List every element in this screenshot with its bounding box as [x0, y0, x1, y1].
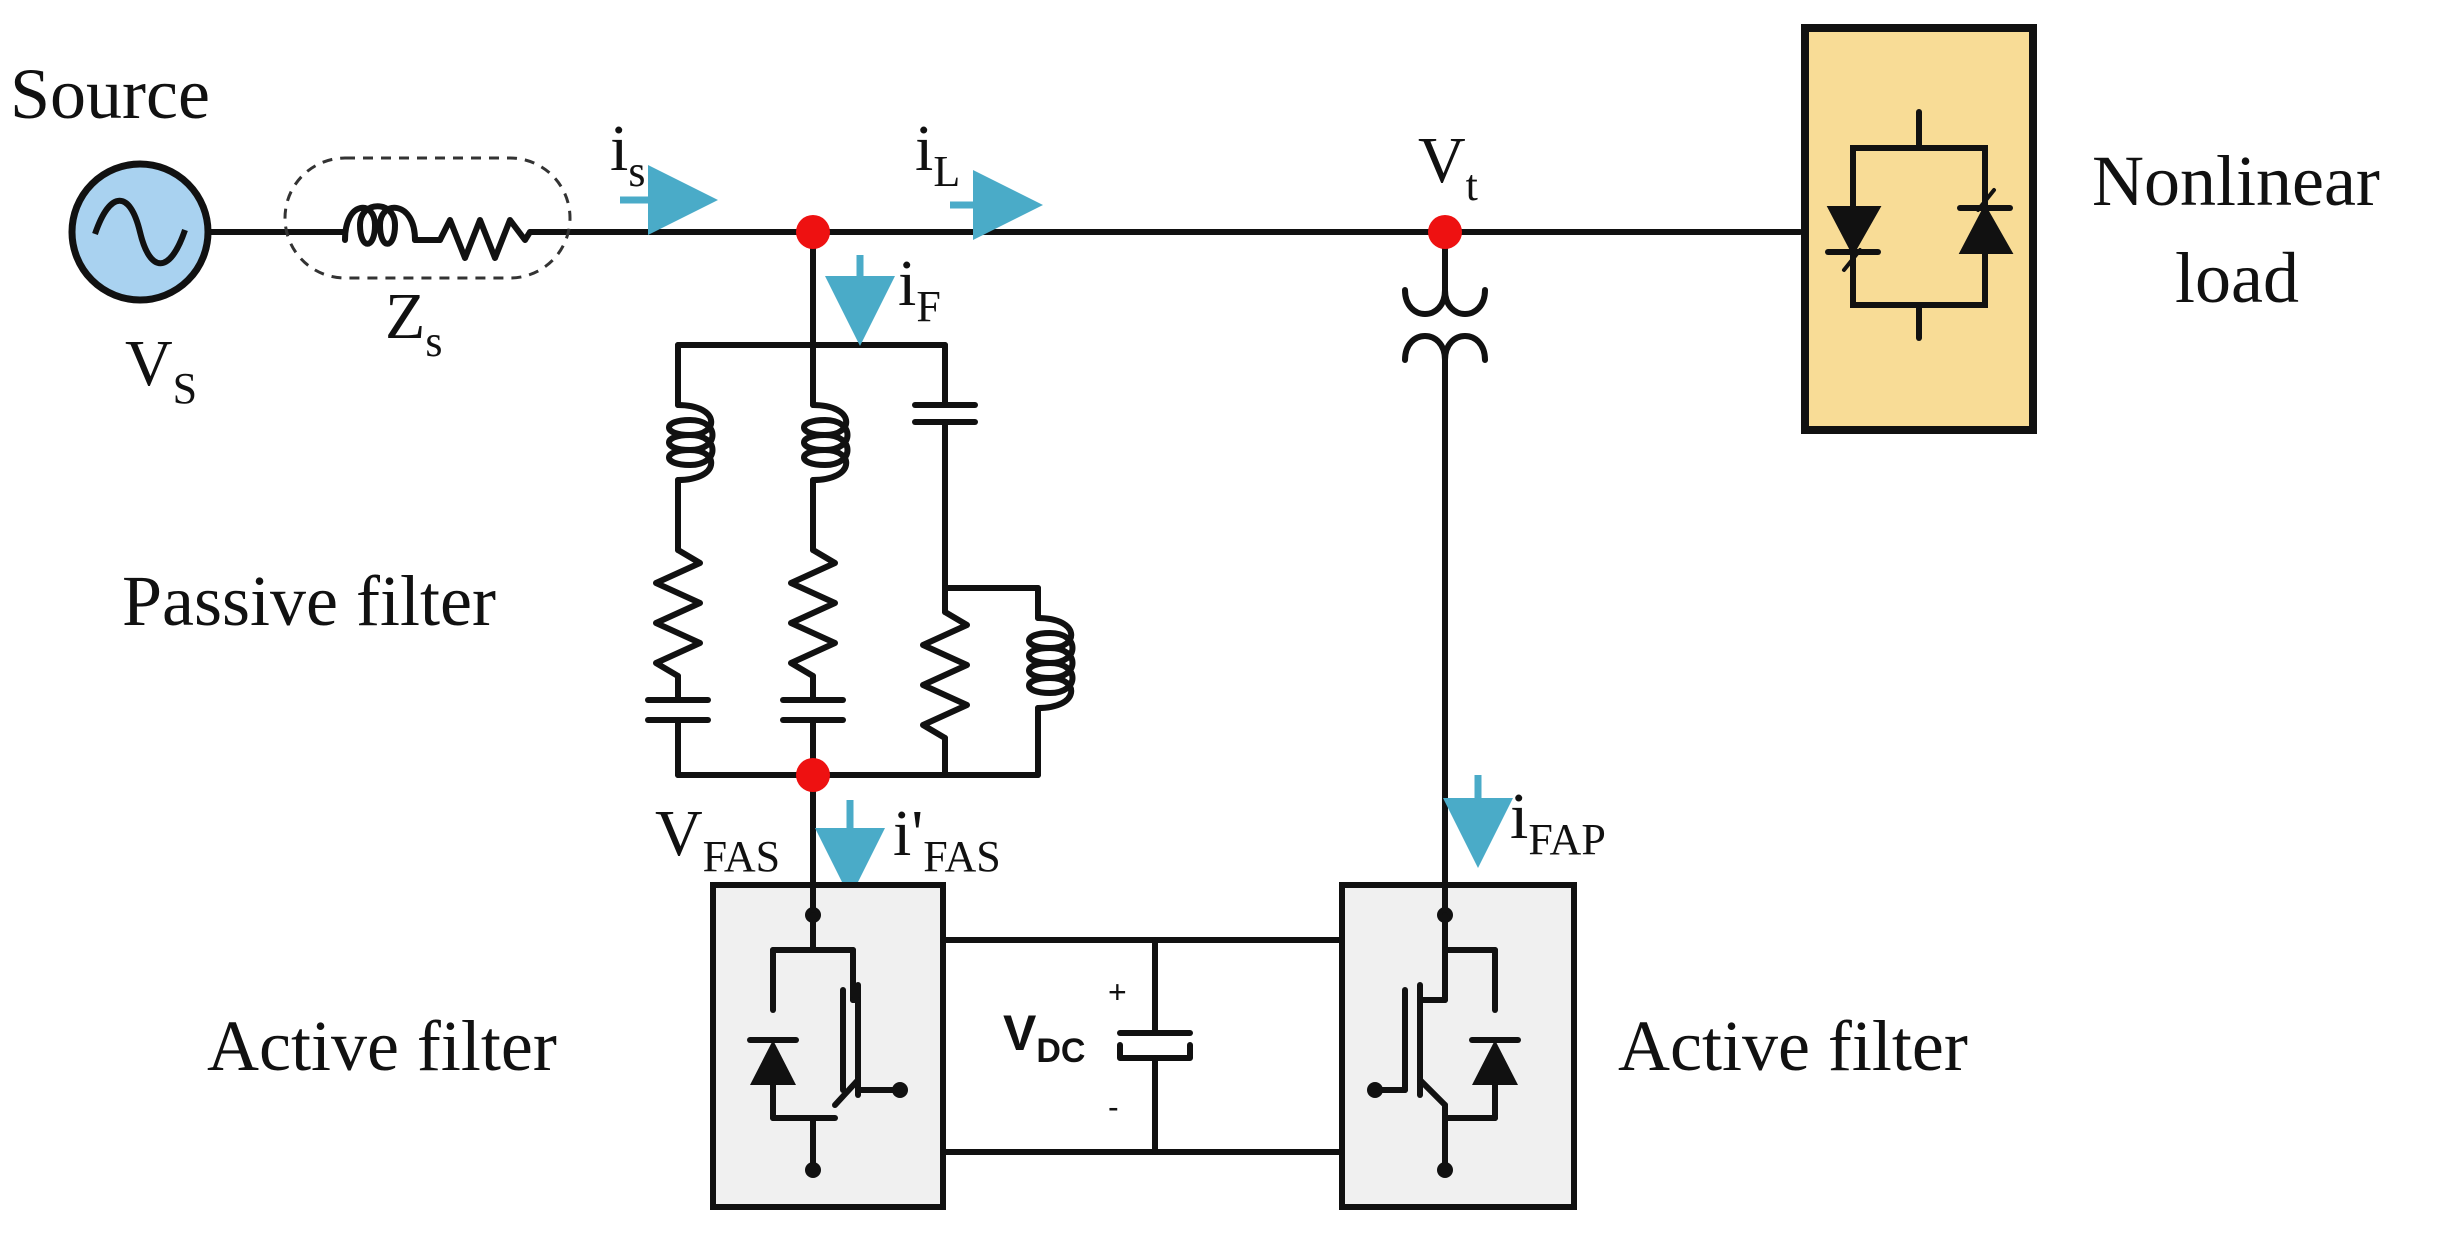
node-pcc-left — [796, 215, 830, 249]
nonlinear-load-label-line2: load — [2175, 238, 2299, 318]
vs-label: VS — [125, 327, 197, 413]
passive-filter — [645, 229, 1076, 888]
diode-left-icon — [750, 1040, 796, 1085]
node-vt — [1428, 215, 1462, 249]
vdc-label: VDC — [1003, 1005, 1085, 1070]
active-filter-left-label: Active filter — [207, 1006, 557, 1086]
source-label: Source — [10, 54, 210, 134]
if-label: iF — [898, 247, 941, 331]
source-inductor — [342, 203, 418, 247]
source-impedance — [283, 156, 572, 280]
transformer-primary — [1402, 287, 1488, 317]
active-filter-left — [710, 882, 946, 1210]
vt-label: Vt — [1418, 124, 1478, 210]
passive-filter-label: Passive filter — [122, 561, 496, 641]
transformer-secondary — [1402, 333, 1488, 363]
ifas-label: i'FAS — [893, 797, 1001, 881]
dc-link — [940, 937, 1343, 1155]
inductor-branch2 — [801, 402, 851, 483]
is-label: is — [610, 112, 645, 196]
node-vfas — [796, 758, 830, 792]
zs-label: Zs — [385, 280, 442, 366]
thyristor-down-icon — [1826, 206, 1882, 257]
source-resistor — [437, 217, 533, 261]
ac-source — [68, 160, 212, 304]
dc-plus-sign: + — [1108, 974, 1127, 1010]
nonlinear-load-label-line1: Nonlinear — [2092, 141, 2380, 221]
ifap-label: iFAP — [1510, 780, 1606, 864]
nonlinear-load — [1801, 24, 2037, 434]
active-filter-right — [1339, 882, 1577, 1210]
resistor-branch1 — [653, 547, 703, 679]
inductor-branch3 — [1026, 615, 1076, 711]
il-label: iL — [915, 112, 960, 196]
dc-minus-sign: - — [1108, 1089, 1119, 1125]
active-filter-right-label: Active filter — [1618, 1006, 1968, 1086]
diode-right-icon — [1472, 1040, 1518, 1085]
vfas-label: VFAS — [655, 797, 780, 881]
coupling-transformer — [1402, 229, 1488, 888]
resistor-branch3 — [920, 609, 970, 741]
inductor-branch1 — [666, 402, 716, 483]
sine-wave-icon — [92, 197, 188, 267]
resistor-branch2 — [788, 547, 838, 679]
thyristor-up-icon — [1958, 203, 2014, 254]
